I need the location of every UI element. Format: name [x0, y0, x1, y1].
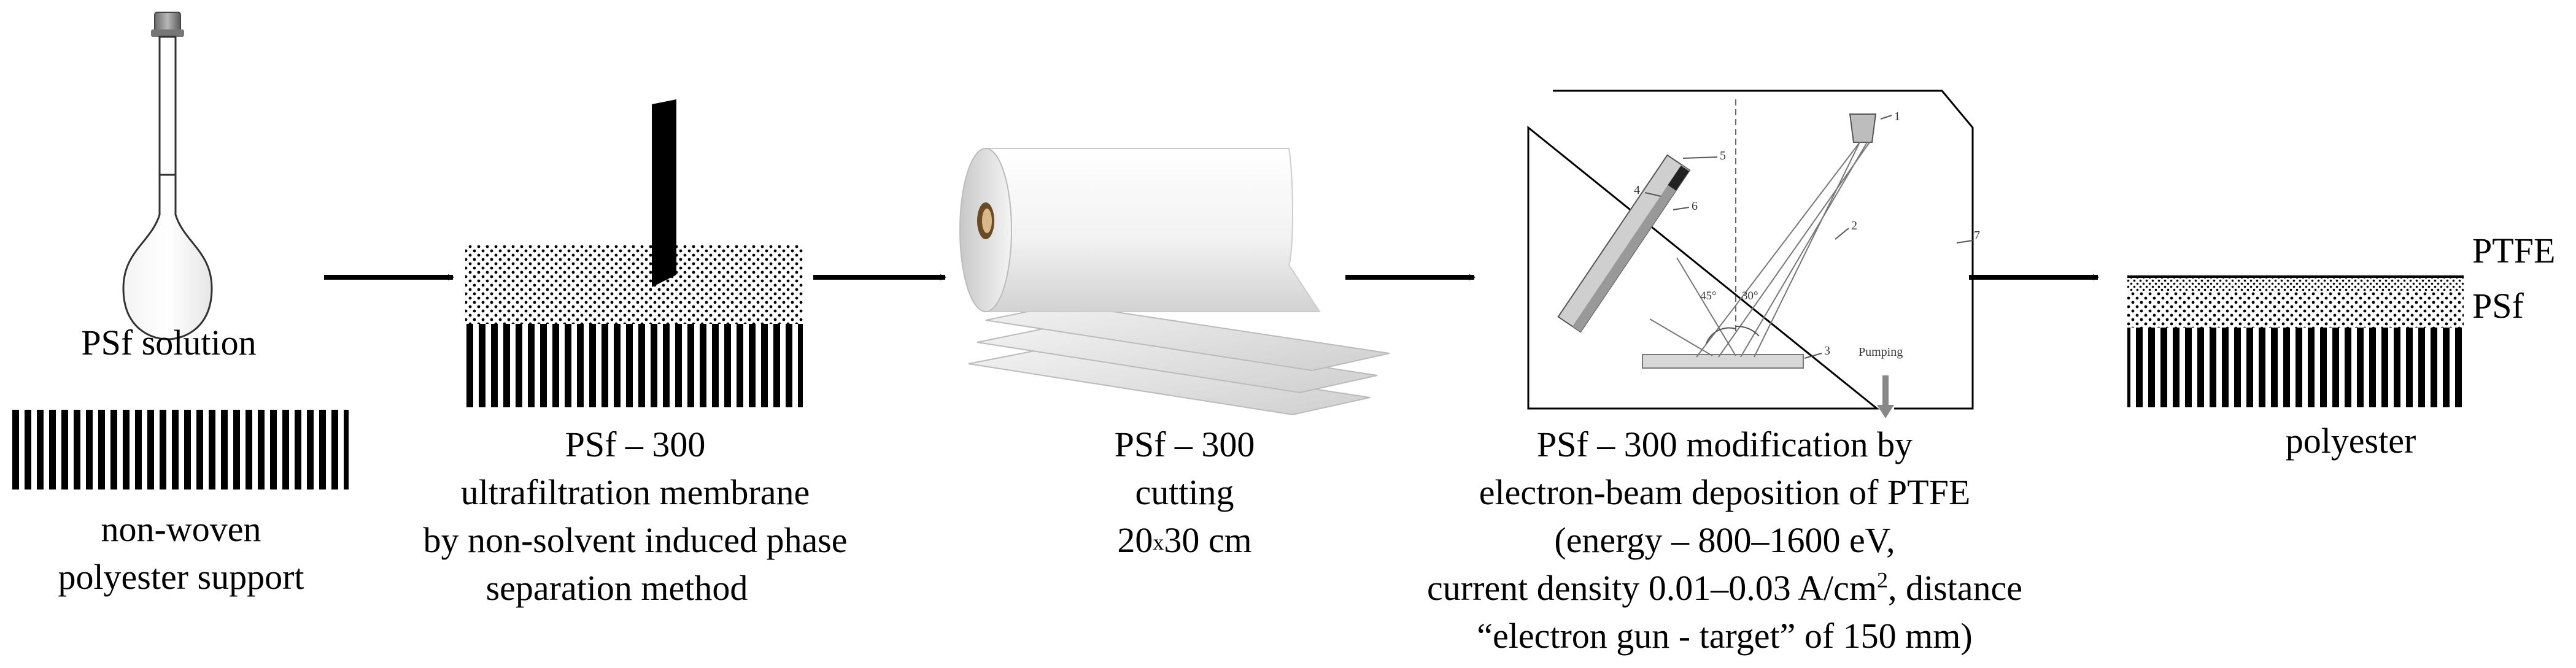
membrane-roll-icon	[959, 148, 1390, 416]
mod-line-4-pre: current density 0.01–0.03 A/cm	[1427, 568, 1877, 608]
chamber-number-5: 5	[1720, 149, 1726, 163]
size-a: 20	[1117, 520, 1153, 560]
mod-line-4-sup: 2	[1876, 567, 1888, 593]
psf-solution-label: PSf solution	[81, 323, 257, 363]
modified-membrane-icon	[2127, 275, 2464, 407]
membrane-line-2: ultrafiltration membrane	[460, 472, 810, 512]
chamber-number-6: 6	[1692, 199, 1698, 213]
size-b: 30 cm	[1164, 520, 1252, 560]
polyester-base-label: polyester	[2285, 421, 2416, 461]
membrane-line-3: by non-solvent induced phase	[423, 520, 848, 560]
chamber-number-1: 1	[1894, 110, 1900, 123]
chamber-labels: 1 2 3 4 5 6 7 45° 30° Pumping	[1634, 110, 1980, 359]
size-x: x	[1153, 530, 1164, 555]
volumetric-flask-icon	[122, 12, 213, 340]
polyester-support-pattern	[12, 410, 349, 489]
chamber-number-7: 7	[1974, 229, 1980, 242]
membrane-line-4: separation method	[485, 568, 748, 608]
mod-line-1: PSf – 300 modification by	[1536, 424, 1913, 464]
mod-line-5: “electron gun - target” of 150 mm)	[1477, 616, 1973, 656]
modification-label: PSf – 300 modification by electron-beam …	[1344, 421, 2105, 660]
ptfe-layer-label: PTFE	[2472, 231, 2556, 271]
chamber-number-3: 3	[1824, 344, 1830, 358]
polyester-support-label: non-woven polyester support	[25, 505, 338, 601]
mod-line-3: (energy – 800–1600 eV,	[1554, 520, 1895, 560]
cutting-line-1: PSf – 300	[1114, 424, 1255, 464]
angle-30-label: 30°	[1742, 290, 1758, 302]
support-line-1: non-woven	[101, 509, 261, 549]
psf-layer-label: PSf	[2472, 286, 2524, 326]
pumping-label: Pumping	[1859, 345, 1903, 359]
deposition-chamber-schematic	[1527, 90, 1974, 418]
mod-line-4-post: , distance	[1887, 568, 2022, 608]
cutting-size: 20x30 cm	[1019, 516, 1350, 566]
membrane-line-1: PSf – 300	[565, 424, 706, 464]
chamber-number-4: 4	[1634, 183, 1640, 197]
angle-45-label: 45°	[1700, 290, 1717, 302]
chamber-number-2: 2	[1851, 219, 1857, 232]
membrane-formation-label: PSf – 300 ultrafiltration membrane by no…	[381, 421, 890, 612]
cutting-line-2: cutting	[1135, 472, 1234, 512]
mod-line-2: electron-beam deposition of PTFE	[1479, 472, 1971, 512]
cutting-label: PSf – 300 cutting 20x30 cm	[1019, 421, 1350, 566]
membrane-cast-icon	[465, 99, 803, 407]
mod-line-4: current density 0.01–0.03 A/cm2, distanc…	[1344, 564, 2105, 612]
support-line-2: polyester support	[58, 557, 304, 597]
